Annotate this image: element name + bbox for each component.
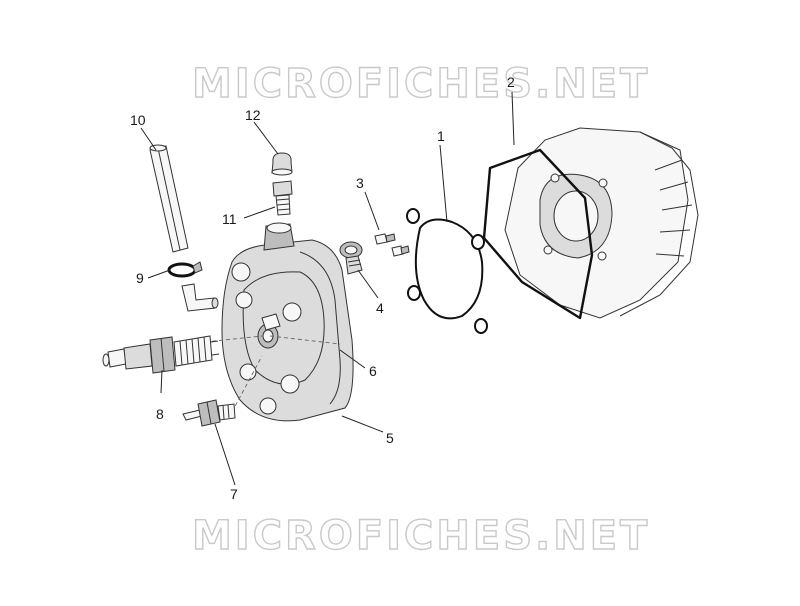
callout-3: 3 xyxy=(356,175,364,191)
leader-lines xyxy=(140,91,515,486)
callout-7: 7 xyxy=(230,486,238,502)
temperature-sensor-part-7[interactable] xyxy=(182,399,236,427)
callout-5: 5 xyxy=(386,430,394,446)
clamp-part-9[interactable] xyxy=(167,261,203,278)
thermostat-part-4[interactable] xyxy=(339,241,363,275)
callout-6: 6 xyxy=(369,363,377,379)
callout-12: 12 xyxy=(245,107,261,123)
cylinder-outline-part-2 xyxy=(482,148,594,320)
callout-1: 1 xyxy=(437,128,445,144)
axis-line-6 xyxy=(269,335,341,345)
callout-8: 8 xyxy=(156,406,164,422)
head-gasket-part-1[interactable] xyxy=(406,208,488,334)
spark-plug-part-8[interactable] xyxy=(102,335,220,374)
callout-9: 9 xyxy=(136,270,144,286)
fitting-part-11[interactable] xyxy=(272,180,293,216)
callout-2: 2 xyxy=(507,74,515,90)
watermark-bottom: MICROFICHES.NET xyxy=(192,513,650,559)
callout-4: 4 xyxy=(376,300,384,316)
callout-10: 10 xyxy=(130,112,146,128)
axis-line-7 xyxy=(231,355,263,413)
cap-part-12[interactable] xyxy=(271,152,293,176)
cylinder-head-part-5[interactable] xyxy=(221,222,354,422)
cylinder-part-2[interactable] xyxy=(504,127,699,319)
hose-part-10[interactable] xyxy=(149,144,189,253)
insert-part-6[interactable] xyxy=(261,313,281,331)
elbow-fitting[interactable] xyxy=(181,283,219,312)
screws-part-3[interactable] xyxy=(374,233,410,257)
callout-11: 11 xyxy=(222,211,237,227)
watermark-top: MICROFICHES.NET xyxy=(192,61,650,107)
